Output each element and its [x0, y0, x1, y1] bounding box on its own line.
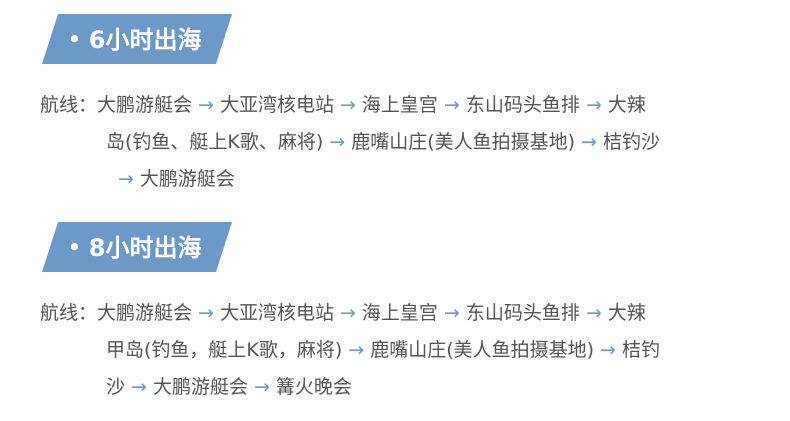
route-description: 航线：大鹏游艇会→大亚湾核电站→海上皇宫→东山码头鱼排→大辣 甲岛(钓鱼，艇上K… [40, 295, 770, 406]
route-stop: 桔钓沙 [602, 131, 660, 153]
route-label: 航线： [40, 94, 98, 116]
arrow-icon: → [131, 376, 147, 398]
route-stop: 东山码头鱼排 [465, 302, 580, 324]
arrow-icon: → [443, 94, 460, 116]
route-description: 航线：大鹏游艇会→大亚湾核电站→海上皇宫→东山码头鱼排→大辣 岛(钓鱼、艇上K歌… [40, 87, 770, 198]
arrow-icon: → [585, 302, 602, 324]
arrow-icon: → [443, 302, 460, 324]
arrow-icon: → [348, 339, 365, 361]
arrow-icon: → [253, 376, 270, 398]
route-stop: 篝火晚会 [275, 376, 352, 398]
arrow-icon: → [198, 94, 214, 116]
route-line: 沙→大鹏游艇会→篝火晚会 [40, 369, 770, 406]
route-stop: 大亚湾核电站 [219, 94, 334, 116]
arrow-icon: → [339, 94, 356, 116]
route-stop: 大鹏游艇会 [139, 168, 235, 190]
route-stop: 东山码头鱼排 [465, 94, 580, 116]
arrow-icon: → [329, 131, 346, 153]
arrow-icon: → [585, 94, 602, 116]
arrow-icon: → [600, 339, 616, 361]
route-line: →大鹏游艇会 [40, 161, 770, 198]
route-line: 岛(钓鱼、艇上K歌、麻将)→鹿嘴山庄(美人鱼拍摄基地)→桔钓沙 [40, 124, 770, 161]
route-label: 航线： [40, 302, 98, 324]
route-stop: 鹿嘴山庄(美人鱼拍摄基地) [370, 339, 595, 361]
route-stop: 大鹏游艇会 [97, 302, 193, 324]
section-title-tag: • 8小时出海 [42, 222, 232, 272]
route-line: 航线：大鹏游艇会→大亚湾核电站→海上皇宫→东山码头鱼排→大辣 [40, 295, 770, 332]
arrow-icon: → [198, 302, 214, 324]
route-stop: 桔钓 [621, 339, 660, 361]
route-stop: 甲岛(钓鱼，艇上K歌，麻将) [106, 339, 343, 361]
bullet-icon: • [68, 27, 81, 51]
arrow-icon: → [581, 131, 597, 153]
route-stop: 海上皇宫 [361, 94, 438, 116]
bullet-icon: • [68, 235, 81, 259]
route-stop: 大鹏游艇会 [152, 376, 248, 398]
arrow-icon: → [339, 302, 356, 324]
route-stop: 沙 [106, 376, 126, 398]
route-stop: 大辣 [607, 94, 646, 116]
route-stop: 鹿嘴山庄(美人鱼拍摄基地) [351, 131, 576, 153]
route-stop: 大亚湾核电站 [219, 302, 334, 324]
route-stop: 大鹏游艇会 [97, 94, 193, 116]
route-stop: 海上皇宫 [361, 302, 438, 324]
route-line: 甲岛(钓鱼，艇上K歌，麻将)→鹿嘴山庄(美人鱼拍摄基地)→桔钓 [40, 332, 770, 369]
route-stop: 岛(钓鱼、艇上K歌、麻将) [106, 131, 324, 153]
route-line: 航线：大鹏游艇会→大亚湾核电站→海上皇宫→东山码头鱼排→大辣 [40, 87, 770, 124]
section-title: 6小时出海 [88, 26, 202, 54]
section-title: 8小时出海 [88, 234, 202, 262]
section-title-tag: • 6小时出海 [42, 14, 232, 64]
route-stop: 大辣 [607, 302, 646, 324]
arrow-icon: → [118, 168, 134, 190]
